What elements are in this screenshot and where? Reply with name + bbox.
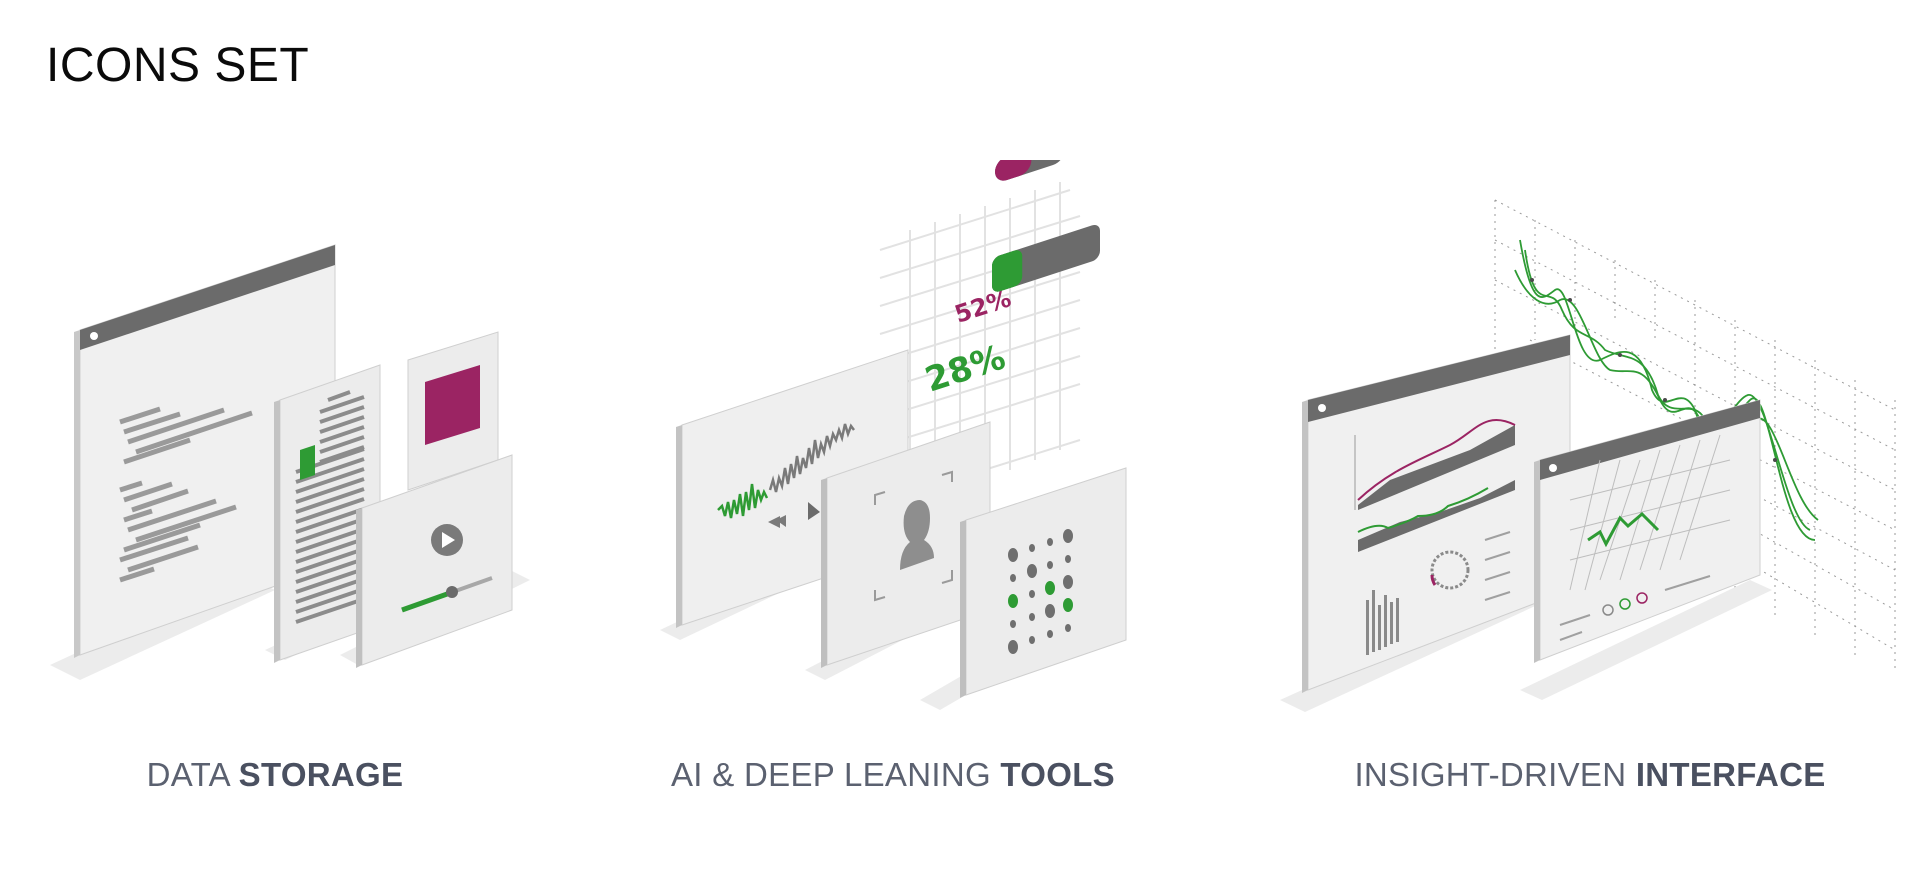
image-frame-panel [407, 331, 499, 491]
face-scan-corners-icon [874, 470, 953, 602]
caption-bold: INTERFACE [1635, 756, 1826, 793]
caption-insight-interface: INSIGHT-DRIVEN INTERFACE [1290, 756, 1890, 794]
image-square [425, 365, 480, 445]
video-progress [401, 590, 451, 613]
caption-data-storage: DATA STORAGE [0, 756, 575, 794]
bar-mini-chart [1366, 590, 1399, 655]
caption-regular: DATA [146, 756, 239, 793]
user-silhouette-icon [900, 500, 934, 570]
caption-bold: STORAGE [238, 756, 404, 793]
window-dot-icon [90, 332, 98, 340]
route-line [1587, 511, 1660, 548]
window-dot-icon [1318, 404, 1326, 412]
face-recognition-panel [821, 421, 991, 668]
document-image-block [300, 445, 315, 480]
document-panel [274, 364, 381, 663]
caption-ai-tools: AI & DEEP LEANING TOOLS [593, 756, 1193, 794]
gauge-icon [1430, 550, 1470, 590]
area-chart [1358, 425, 1515, 510]
map-lines [1569, 434, 1731, 591]
background-grid [879, 182, 1081, 491]
neural-dots-panel [960, 467, 1127, 698]
map-window-panel [1534, 399, 1761, 663]
caption-regular: INSIGHT-DRIVEN [1354, 756, 1636, 793]
play-icon [808, 502, 820, 520]
insight-interface-illustration [1280, 199, 1896, 712]
play-icon [442, 532, 455, 548]
ai-tools-illustration: 52% 28% [660, 160, 1127, 710]
caption-bold: TOOLS [1000, 756, 1115, 793]
window-dot-icon [1549, 464, 1557, 472]
rewind-icon [768, 516, 780, 528]
caption-regular: AI & DEEP LEANING [671, 756, 1001, 793]
data-storage-illustration [50, 244, 530, 680]
page-title: ICONS SET [46, 39, 310, 92]
video-player-panel [356, 454, 513, 668]
line-chart-magenta [1357, 419, 1516, 501]
dashboard-window-panel [1302, 334, 1571, 693]
